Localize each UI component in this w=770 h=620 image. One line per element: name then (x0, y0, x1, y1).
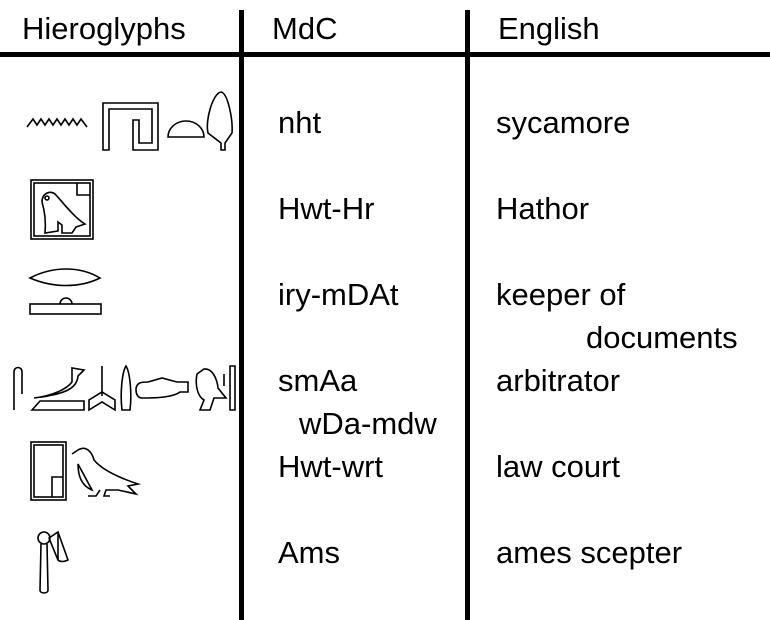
english-cell: arbitrator (496, 363, 621, 398)
mdc-cell-line-2: wDa-mdw (299, 406, 437, 441)
falcon-in-enclosure-glyph (30, 179, 94, 240)
mdc-cell: Hwt-wrt (278, 449, 384, 484)
column-divider-1 (239, 10, 244, 620)
english-cell-line-1: keeper of (496, 277, 626, 312)
header-hieroglyphs: Hieroglyphs (22, 11, 186, 46)
header-divider (0, 52, 770, 57)
english-cell: sycamore (496, 105, 631, 140)
header-english: English (498, 11, 600, 46)
column-divider-2 (465, 10, 470, 620)
mouth-over-base-glyph (28, 268, 102, 315)
water-house-bread-tree-glyphs (26, 91, 233, 151)
bird-and-signs-glyphs (13, 364, 236, 412)
mdc-cell: Hwt-Hr (278, 191, 375, 226)
mdc-cell: iry-mDAt (278, 277, 399, 312)
mdc-cell: Ams (278, 535, 340, 570)
english-cell: ames scepter (496, 535, 683, 570)
mdc-cell: nht (278, 105, 322, 140)
english-cell: law court (496, 449, 621, 484)
english-cell-line-2: documents (586, 320, 738, 355)
house-and-bird-glyphs (30, 441, 142, 501)
header-mdc: MdC (272, 11, 338, 46)
mdc-cell-line-1: smAa (278, 363, 358, 398)
ames-scepter-glyph (37, 530, 69, 594)
english-cell: Hathor (496, 191, 590, 226)
